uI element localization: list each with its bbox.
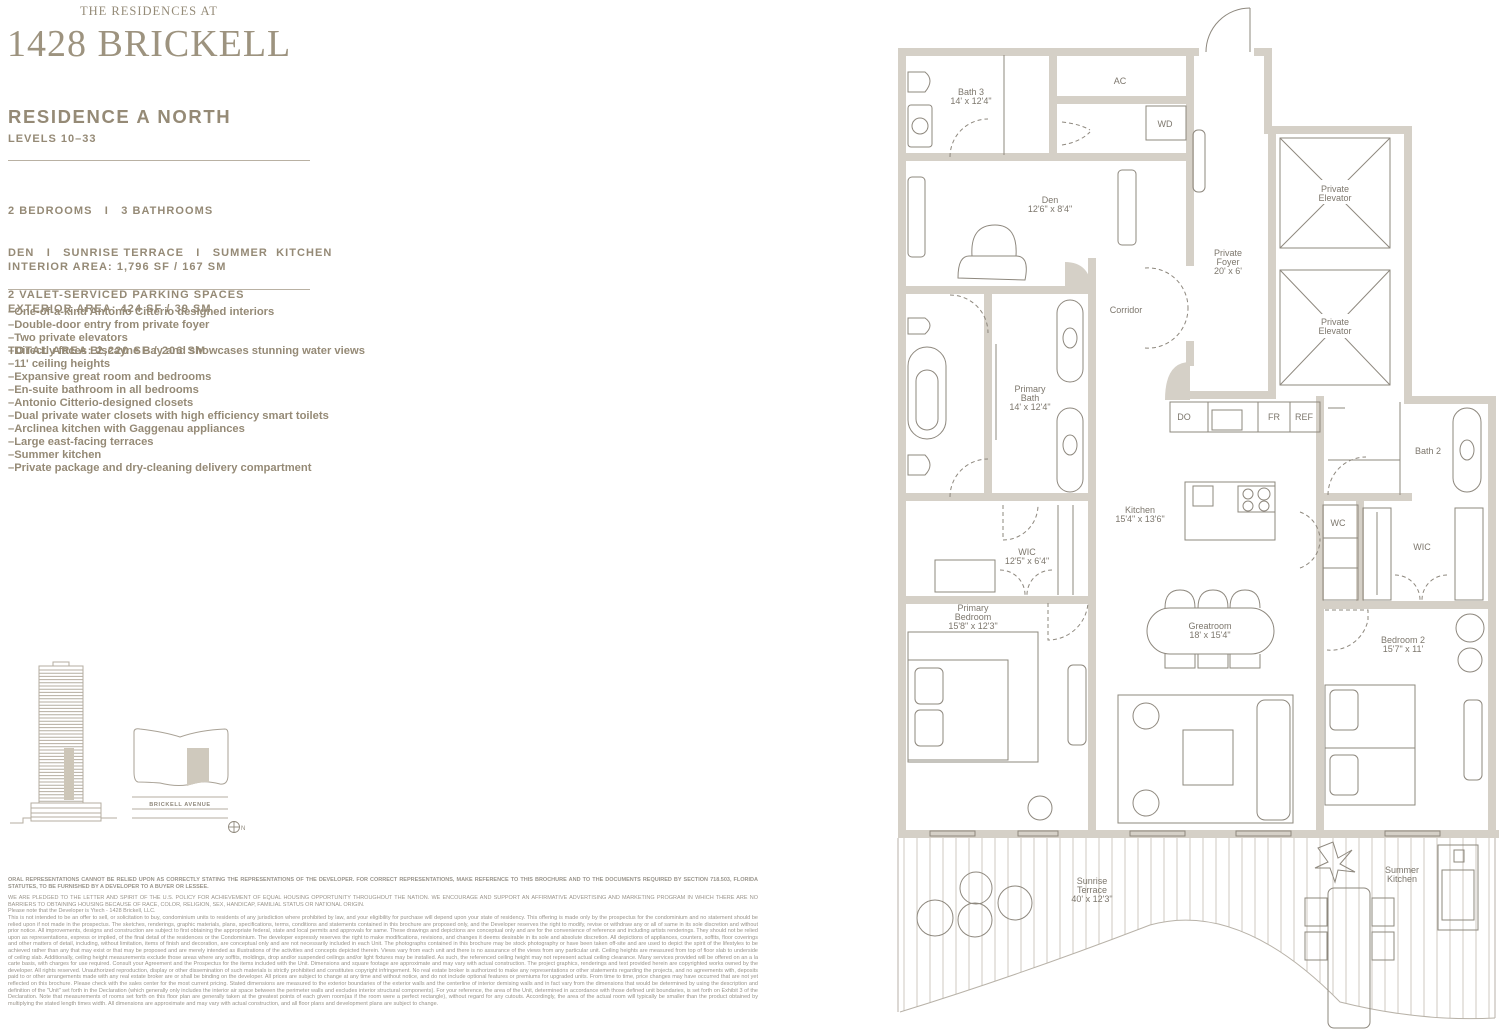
- room-label-foyer: Private: [1214, 248, 1242, 258]
- room-label-elevator: Elevator: [1318, 193, 1351, 203]
- room-dim-wic: 12'5" x 6'4": [1005, 556, 1049, 566]
- room-label-bath2: Bath 2: [1415, 446, 1441, 456]
- unit-areas: INTERIOR AREA: 1,796 SF / 167 SM EXTERIO…: [8, 232, 226, 372]
- feature-item: –Antonio Citterio-designed closets: [8, 397, 194, 409]
- legal-developer-note: Please note that the Developer is Ytech …: [8, 908, 156, 915]
- room-label-summer-kitchen: Kitchen: [1387, 874, 1417, 884]
- building-key-plan: BRICKELL AVENUE N: [10, 661, 245, 833]
- room-dim-bedroom2: 15'7" x 11': [1383, 644, 1424, 654]
- unit-specs: 2 BEDROOMS I 3 BATHROOMS DEN I SUNRISE T…: [8, 176, 332, 316]
- room-label-den: Den: [1042, 195, 1059, 205]
- room-dim-primary-bedroom: 15'8" x 12'3": [948, 621, 997, 631]
- room-label-kitchen: Kitchen: [1125, 505, 1155, 515]
- room-label-wc: WC: [1331, 518, 1346, 528]
- terrace-edge: [899, 919, 1496, 1020]
- brand-kicker: THE RESIDENCES AT: [80, 4, 218, 18]
- room-label-elevator: Private: [1321, 184, 1349, 194]
- feature-item: –Arclinea kitchen with Gaggenau applianc…: [8, 423, 245, 435]
- legal-oral-representations: ORAL REPRESENTATIONS CANNOT BE RELIED UP…: [8, 877, 758, 890]
- street-label: BRICKELL AVENUE: [149, 802, 210, 808]
- feature-item: –Double-door entry from private foyer: [8, 319, 210, 331]
- tower-elevation-icon: [10, 661, 117, 824]
- feature-item: –11' ceiling heights: [8, 358, 111, 370]
- spec-line: 2 VALET-SERVICED PARKING SPACES: [8, 289, 245, 301]
- room-dim-primary-bath: 14' x 12'4": [1009, 402, 1050, 412]
- label-ref: REF: [1295, 412, 1314, 422]
- legal-disclaimer: ORAL REPRESENTATIONS CANNOT BE RELIED UP…: [8, 877, 758, 1007]
- room-label-wic2: WIC: [1413, 542, 1431, 552]
- site-plan-icon: BRICKELL AVENUE: [132, 728, 229, 819]
- feature-item: –Large east-facing terraces: [8, 436, 154, 448]
- feature-item: –Expansive great room and bedrooms: [8, 371, 212, 383]
- room-label-greatroom: Greatroom: [1188, 621, 1231, 631]
- room-dim-terrace: 40' x 12'3": [1071, 894, 1112, 904]
- room-label-wd: WD: [1158, 119, 1173, 129]
- room-dim-kitchen: 15'4" x 13'6": [1115, 514, 1164, 524]
- room-dim-den: 12'6" x 8'4": [1028, 204, 1072, 214]
- spec-line: DEN I SUNRISE TERRACE I SUMMER KITCHEN: [8, 247, 333, 259]
- north-arrow-icon: N: [228, 821, 245, 833]
- room-label-corridor: Corridor: [1110, 305, 1143, 315]
- room-label-elevator: Private: [1321, 317, 1349, 327]
- feature-item: –Summer kitchen: [8, 449, 102, 461]
- room-label-foyer: Foyer: [1216, 257, 1239, 267]
- room-label-primary-bath: Primary: [1015, 384, 1046, 394]
- feature-item: –Private package and dry-cleaning delive…: [8, 462, 312, 474]
- room-dim-bath3: 14' x 12'4": [950, 96, 991, 106]
- room-label-bath3: Bath 3: [958, 87, 984, 97]
- legal-body: This is not intended to be an offer to s…: [8, 914, 758, 1007]
- total-area: TOTAL AREA: 2,220 SF / 206 SM: [8, 345, 207, 357]
- room-dim-foyer: 20' x 6': [1214, 266, 1242, 276]
- room-labels: Bath 3 14' x 12'4" AC WD Den 12'6" x 8'4…: [948, 76, 1441, 904]
- north-label: N: [241, 826, 245, 832]
- walls: [898, 48, 1499, 838]
- room-label-terrace: Terrace: [1077, 885, 1107, 895]
- exterior-area: EXTERIOR AREA: 424 SF / 39 SM: [8, 303, 212, 315]
- legal-equal-housing: WE ARE PLEDGED TO THE LETTER AND SPIRIT …: [8, 895, 758, 908]
- room-label-primary-bedroom: Bedroom: [955, 612, 992, 622]
- feature-list: –One-of-a-kind Antonio Citterio designed…: [8, 306, 365, 475]
- interior-area: INTERIOR AREA: 1,796 SF / 167 SM: [8, 261, 227, 273]
- room-label-primary-bath: Bath: [1021, 393, 1040, 403]
- unit-levels: LEVELS 10–33: [8, 133, 97, 145]
- feature-item: –Directly faces Biscayne Bay and showcas…: [8, 345, 365, 357]
- brand-logo: 1428 BRICKELL: [7, 23, 292, 65]
- room-label-summer-kitchen: Summer: [1385, 865, 1419, 875]
- spec-line: 2 BEDROOMS I 3 BATHROOMS: [8, 205, 214, 217]
- room-label-wic: WIC: [1018, 547, 1036, 557]
- room-label-terrace: Sunrise: [1077, 876, 1108, 886]
- room-dim-greatroom: 18' x 15'4": [1189, 630, 1230, 640]
- windows: [929, 830, 1441, 837]
- divider: [8, 160, 310, 161]
- entry-door: [1205, 7, 1251, 53]
- room-label-bedroom2: Bedroom 2: [1381, 635, 1425, 645]
- label-fr: FR: [1268, 412, 1280, 422]
- room-label-elevator: Elevator: [1318, 326, 1351, 336]
- elevators: [1279, 137, 1391, 386]
- feature-item: –En-suite bathroom in all bedrooms: [8, 384, 199, 396]
- feature-item: –Two private elevators: [8, 332, 128, 344]
- fixtures: [907, 55, 1485, 1029]
- room-label-primary-bedroom: Primary: [958, 603, 989, 613]
- divider: [8, 289, 310, 290]
- label-do: DO: [1177, 412, 1191, 422]
- feature-item: –Dual private water closets with high ef…: [8, 410, 329, 422]
- room-label-ac: AC: [1114, 76, 1127, 86]
- unit-title: RESIDENCE A NORTH: [8, 106, 232, 127]
- feature-item: –One-of-a-kind Antonio Citterio designed…: [8, 306, 275, 318]
